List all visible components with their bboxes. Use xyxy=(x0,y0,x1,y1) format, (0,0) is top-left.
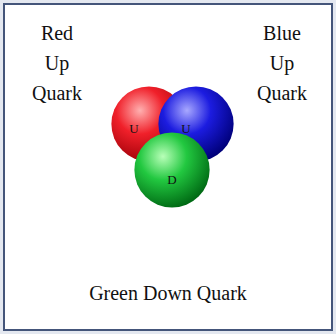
quark-letter: U xyxy=(181,121,190,137)
quark-label: Green Down Quark xyxy=(89,278,247,308)
quark-letter: U xyxy=(129,121,138,137)
quark-label: Red Up Quark xyxy=(32,18,82,108)
quark-label: Blue Up Quark xyxy=(257,18,307,108)
quark-sphere: D xyxy=(134,132,210,208)
sphere-shape xyxy=(134,132,210,208)
quark-letter: D xyxy=(167,172,176,188)
